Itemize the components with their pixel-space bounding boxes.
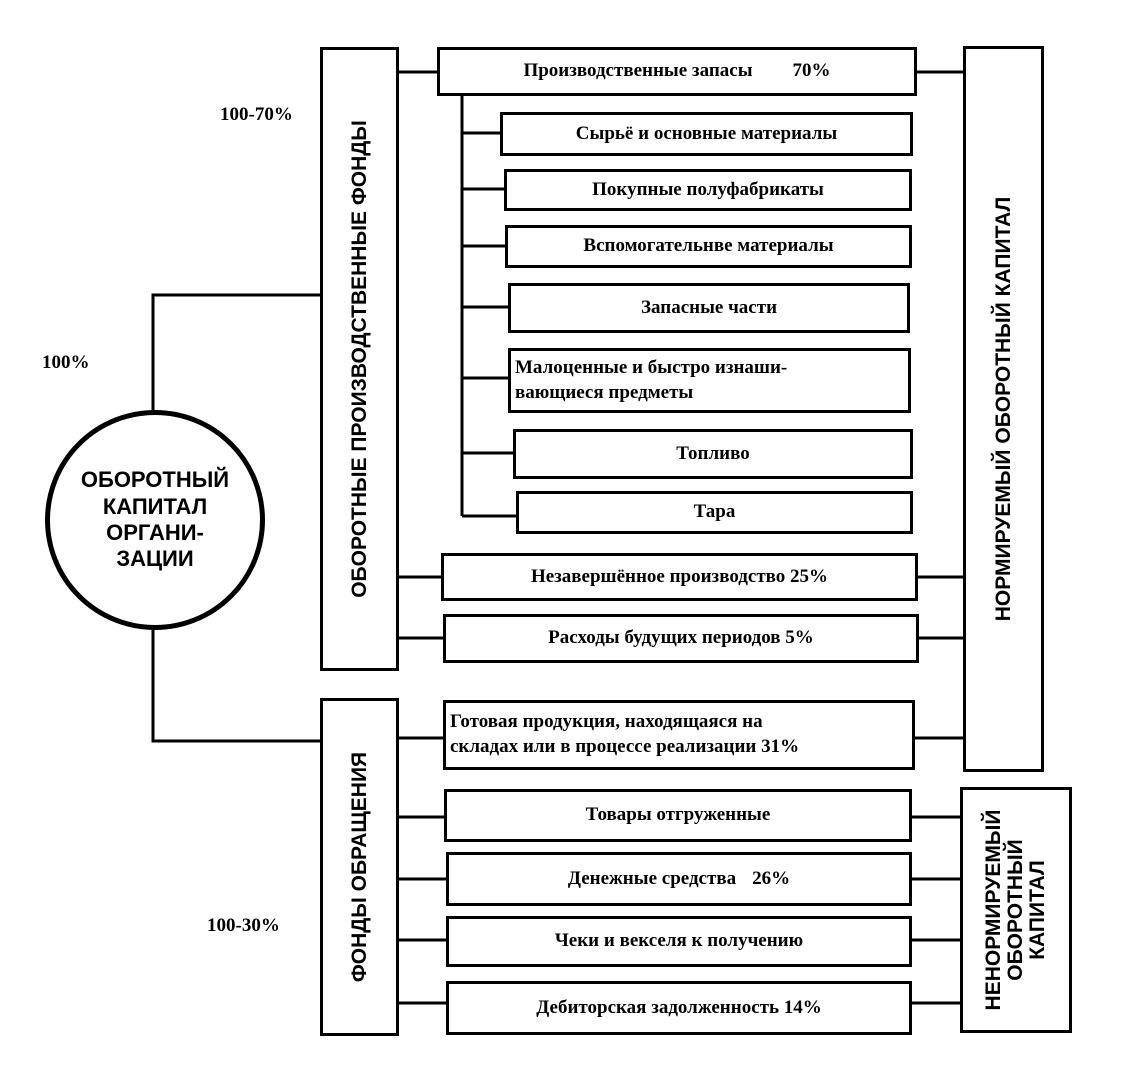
circle-line-1: ОБОРОТНЫЙ <box>80 467 230 493</box>
item-finished-goods: Готовая продукция, находящаяся на склада… <box>443 700 915 770</box>
item-cash-label: Денежные средства <box>567 867 737 889</box>
item-auxiliary-materials: Вспомогательнве материалы <box>505 225 912 268</box>
percent-circulation-funds: 100-30% <box>207 915 280 936</box>
circle-line-3: ОРГАНИ- <box>106 520 204 545</box>
non-normalized-capital-box: НЕНОРМИРУЕМЫЙ ОБОРОТНЫЙ КАПИТАЛ <box>960 787 1072 1033</box>
normalized-capital-label: НОРМИРУЕМЫЙ ОБОРОТНЫЙ КАПИТАЛ <box>991 196 1015 622</box>
circle-line-2: КАПИТАЛ <box>102 493 208 519</box>
item-low-value-line-2: вающиеся предметы <box>515 381 694 403</box>
production-funds-box: ОБОРОТНЫЕ ПРОИЗВОДСТВЕННЫЕ ФОНДЫ <box>320 47 399 671</box>
item-cash-pct: 26% <box>752 867 791 889</box>
circulation-funds-label: ФОНДЫ ОБРАЩЕНИЯ <box>347 751 371 983</box>
item-raw-materials: Сырьё и основные материалы <box>500 112 913 156</box>
item-shipped-goods: Товары отгруженные <box>444 789 912 842</box>
item-semi-finished: Покупные полуфабрикаты <box>504 169 912 211</box>
item-inventory: Производственные запасы 70% <box>437 47 917 96</box>
item-spare-parts: Запасные части <box>508 283 910 333</box>
working-capital-circle: ОБОРОТНЫЙ КАПИТАЛ ОРГАНИ- ЗАЦИИ <box>45 410 265 630</box>
connector-circle-production <box>151 293 320 412</box>
item-receivables: Дебиторская задолженность 14% <box>446 981 912 1035</box>
non-normalized-line-1: НЕНОРМИРУЕМЫЙ <box>981 809 1005 1011</box>
non-normalized-capital-label: НЕНОРМИРУЕМЫЙ ОБОРОТНЫЙ КАПИТАЛ <box>981 809 1050 1011</box>
item-finished-goods-line-2: складах или в процессе реализации 31% <box>450 736 800 757</box>
non-normalized-line-2: ОБОРОТНЫЙ <box>1003 839 1027 981</box>
connector-circle-circulation <box>151 628 320 743</box>
item-inventory-pct: 70% <box>792 60 831 82</box>
item-low-value-line-1: Малоценные и быстро изнаши- <box>515 356 788 378</box>
percent-total: 100% <box>42 352 90 373</box>
item-fuel: Топливо <box>513 429 913 479</box>
item-finished-goods-line-1: Готовая продукция, находящаяся на <box>450 711 763 733</box>
non-normalized-line-3: КАПИТАЛ <box>1026 860 1050 960</box>
item-deferred-expenses: Расходы будущих периодов 5% <box>443 614 919 663</box>
item-low-value: Малоценные и быстро изнаши- вающиеся пре… <box>508 348 911 413</box>
percent-production-funds: 100-70% <box>220 104 293 125</box>
item-inventory-label: Производственные запасы <box>523 60 753 82</box>
item-packaging: Тара <box>516 491 913 534</box>
item-cash: Денежные средства 26% <box>446 852 912 906</box>
production-funds-label: ОБОРОТНЫЕ ПРОИЗВОДСТВЕННЫЕ ФОНДЫ <box>347 120 371 598</box>
circle-line-4: ЗАЦИИ <box>116 546 194 572</box>
circulation-funds-box: ФОНДЫ ОБРАЩЕНИЯ <box>320 698 399 1036</box>
item-wip: Незавершённое производство 25% <box>441 553 918 601</box>
item-checks-bills: Чеки и векселя к получению <box>446 916 912 967</box>
normalized-capital-box: НОРМИРУЕМЫЙ ОБОРОТНЫЙ КАПИТАЛ <box>963 46 1044 772</box>
